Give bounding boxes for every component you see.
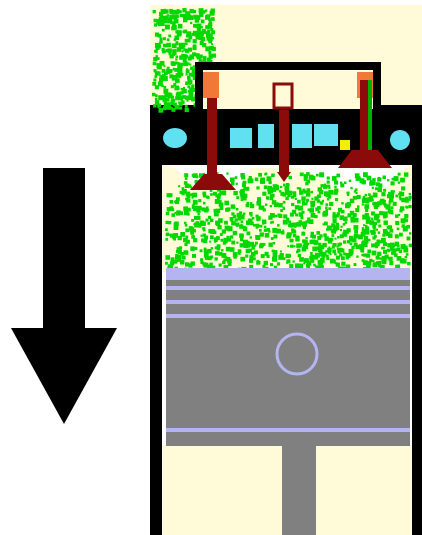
intake-valve-cap xyxy=(203,72,219,98)
connecting-rod xyxy=(282,446,316,535)
cylinder-wall-right xyxy=(412,160,422,535)
arrow-down-icon xyxy=(11,168,117,424)
piston-crown xyxy=(166,268,410,280)
cylinder-wall-left xyxy=(150,160,162,535)
piston xyxy=(166,268,410,446)
